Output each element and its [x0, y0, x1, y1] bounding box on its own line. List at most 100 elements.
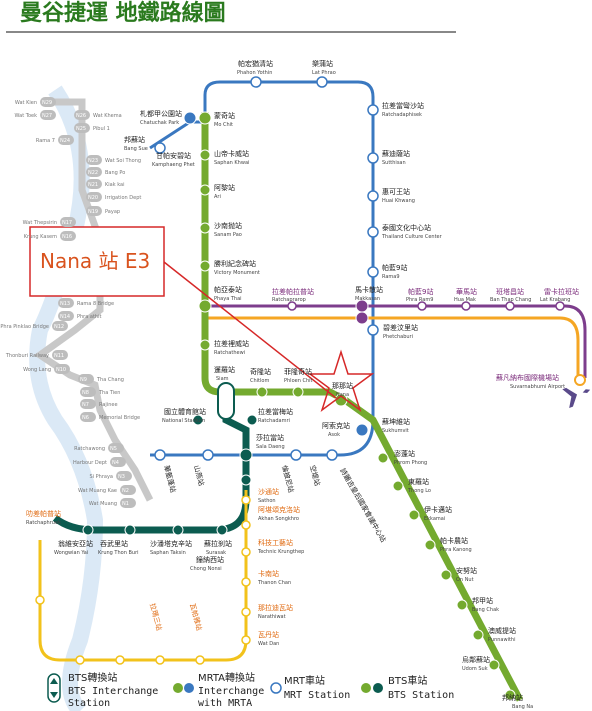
mrt-thailand-cultural[interactable] — [367, 226, 379, 238]
bts-chong-nonsi[interactable] — [240, 474, 252, 486]
gold-stop-4[interactable] — [75, 655, 85, 665]
label-thong-lo-en: Thong Lo — [407, 488, 431, 494]
siam-interchange[interactable] — [217, 382, 235, 420]
label-narathiwat-zh: 那拉迪瓦站 — [258, 603, 293, 612]
mrt-phahon-yothin[interactable] — [250, 76, 262, 88]
grey-station-pill[interactable] — [58, 135, 74, 145]
bts-udom-suk[interactable] — [488, 659, 500, 671]
bts-chitlom[interactable] — [256, 386, 268, 398]
bts-national-stadium[interactable] — [192, 414, 204, 426]
grey-station-code: N20 — [88, 195, 98, 201]
grey-station-pill[interactable] — [74, 123, 90, 133]
grey-station-pill[interactable] — [86, 206, 102, 216]
mrt-huai-khwang[interactable] — [367, 190, 379, 202]
bts-phloen-chit[interactable] — [292, 386, 304, 398]
gold-sathon[interactable] — [241, 495, 251, 505]
grey-station-pill[interactable] — [40, 110, 56, 120]
bts-wongwian-yai[interactable] — [82, 524, 94, 536]
grey-station-pill[interactable] — [58, 298, 74, 308]
gold-stop-3[interactable] — [115, 655, 125, 665]
bts-ratchathewi[interactable] — [199, 339, 211, 351]
mrt-hua-lamphong[interactable] — [154, 449, 166, 461]
bts-phra-khanong[interactable] — [424, 539, 436, 551]
bts-victory[interactable] — [199, 260, 211, 272]
mrt-phetchaburi[interactable] — [367, 324, 379, 336]
bts-sanam-pao[interactable] — [199, 222, 211, 234]
bts-saphan-khwai[interactable] — [199, 149, 211, 161]
bts-bang-chak[interactable] — [456, 599, 468, 611]
grey-station-pill[interactable] — [86, 167, 102, 177]
grey-station-code: N14 — [60, 314, 70, 320]
purple-phra-ram9[interactable] — [417, 301, 427, 311]
gold-narathiwat[interactable] — [241, 607, 251, 617]
grey-station-pill[interactable] — [74, 110, 90, 120]
mrt-lumphini[interactable] — [290, 449, 302, 461]
mrt-khlong-toei[interactable] — [326, 449, 338, 461]
grey-station-pill[interactable] — [52, 321, 68, 331]
gold-akhan[interactable] — [241, 520, 251, 530]
label-on-nut-zh: 安努站 — [456, 566, 477, 575]
grey-station-pill[interactable] — [52, 350, 68, 360]
airport-station[interactable] — [574, 374, 586, 386]
mrt-rama9[interactable] — [367, 266, 379, 278]
sala-daeng-interchange[interactable] — [239, 448, 253, 462]
gold-stop-5[interactable] — [35, 595, 45, 605]
bts-saphan-taksin[interactable] — [172, 524, 184, 536]
bts-ari[interactable] — [199, 184, 211, 196]
mrt-bang-sue[interactable] — [154, 142, 166, 154]
bts-ekkamai[interactable] — [408, 509, 420, 521]
grey-station-label: Wat Toek — [15, 113, 38, 119]
grey-station-pill[interactable] — [116, 471, 132, 481]
bts-on-nut[interactable] — [440, 569, 452, 581]
mrt-ratchadaphisek[interactable] — [367, 104, 379, 116]
grey-station-pill[interactable] — [40, 97, 56, 107]
gold-rama3[interactable] — [155, 655, 165, 665]
label-wat-dan-zh: 瓦丹站 — [258, 630, 279, 639]
grey-station-pill[interactable] — [80, 399, 96, 409]
mrt-sam-yan[interactable] — [202, 449, 214, 461]
mrt-lat-phrao[interactable] — [316, 76, 328, 88]
grey-station-pill[interactable] — [110, 457, 126, 467]
purple-ban-thap-chang[interactable] — [505, 301, 515, 311]
purple-hua-mak[interactable] — [461, 301, 471, 311]
bts-surasak[interactable] — [216, 524, 228, 536]
bts-ratchadamri[interactable] — [246, 414, 258, 426]
grey-station-pill[interactable] — [86, 179, 102, 189]
label-sukhumvit-zh: 蘇坤維站 — [382, 417, 410, 426]
grey-station-pill[interactable] — [80, 387, 96, 397]
mrt-sutthisan[interactable] — [367, 152, 379, 164]
grey-station-pill[interactable] — [54, 364, 70, 374]
grey-station-pill[interactable] — [86, 192, 102, 202]
grey-station-pill[interactable] — [120, 485, 136, 495]
gold-stations — [35, 495, 251, 665]
bts-bang-na[interactable] — [504, 689, 516, 701]
gold-thanon-chan[interactable] — [241, 577, 251, 587]
label-thailand-cultural-zh: 泰國文化中心站 — [382, 223, 431, 232]
phaya-thai-interchange[interactable] — [198, 299, 212, 313]
bts-krung-thon-buri[interactable] — [124, 524, 136, 536]
makkasan-interchange-2[interactable] — [355, 311, 369, 325]
bts-punnawithi[interactable] — [472, 629, 484, 641]
label-phetchaburi-zh: 碧差汶里站 — [383, 323, 418, 332]
mo-chit-interchange[interactable] — [198, 111, 212, 125]
purple-lat-krabang[interactable] — [555, 301, 565, 311]
grey-station-pill[interactable] — [60, 231, 76, 241]
mrt-station-icon — [270, 682, 282, 694]
sukhumvit-interchange[interactable] — [355, 423, 369, 437]
grey-station-pill[interactable] — [58, 311, 74, 321]
bts-phrom-phong[interactable] — [377, 452, 389, 464]
grey-station-pill[interactable] — [60, 217, 76, 227]
purple-ratchaprarop[interactable] — [287, 301, 297, 311]
callout-pointer — [163, 261, 337, 399]
grey-station-pill[interactable] — [78, 374, 94, 384]
grey-station-pill[interactable] — [120, 498, 136, 508]
gold-wat-dan[interactable] — [241, 635, 251, 645]
grey-station-pill[interactable] — [86, 155, 102, 165]
grey-station-pill[interactable] — [108, 443, 124, 453]
chatuchak-interchange[interactable] — [183, 111, 197, 125]
gold-technic[interactable] — [241, 547, 251, 557]
grey-station-pill[interactable] — [80, 412, 96, 422]
bts-thong-lo[interactable] — [392, 480, 404, 492]
label-national-stadium-en: National Stadium — [162, 418, 205, 424]
gold-wat-phraya[interactable] — [195, 655, 205, 665]
